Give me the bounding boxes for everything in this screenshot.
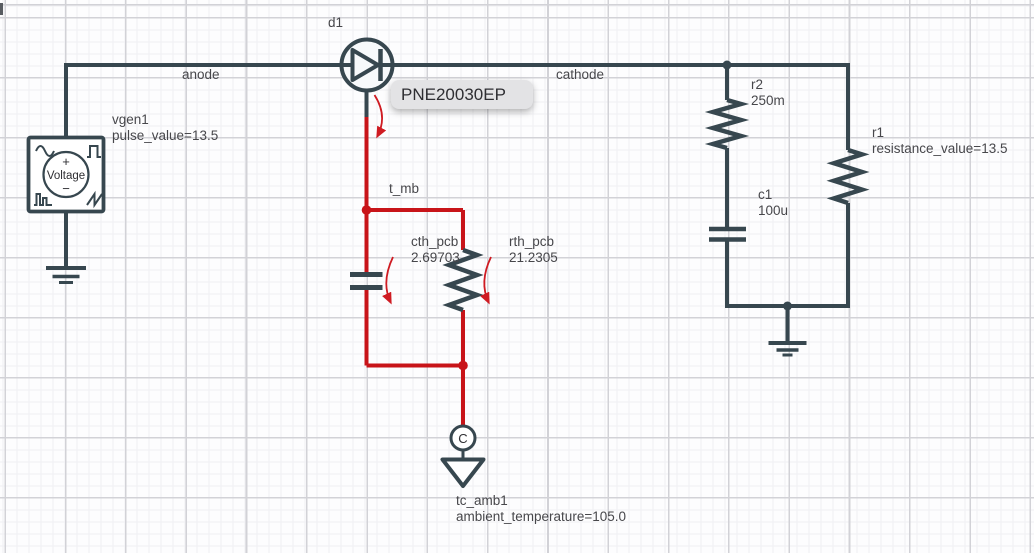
sine-wave-icon [35, 145, 55, 157]
vgen-plus-sign: + [62, 154, 70, 169]
label-tc-amb1[interactable]: tc_amb1 ambient_temperature=105.0 [456, 493, 626, 524]
heat-flow-arrow-cth [382, 256, 394, 305]
ground-right-icon[interactable] [768, 341, 807, 357]
net-label-cathode[interactable]: cathode [556, 67, 605, 82]
capacitor-c1-symbol[interactable] [709, 226, 746, 242]
ambient-body-label: C [458, 431, 467, 446]
panel-edge-sliver [0, 3, 3, 15]
net-label-t-mb[interactable]: t_mb [389, 181, 420, 196]
label-cth-pcb[interactable]: cth_pcb 2.69703 [411, 234, 460, 265]
pulse-train-icon [34, 193, 52, 206]
wire-anode-cathode-net[interactable] [64, 63, 850, 150]
vgen-body-label: Voltage [47, 170, 85, 182]
label-r1[interactable]: r1 resistance_value=13.5 [872, 125, 1008, 156]
ambient-source-tc-amb1-symbol[interactable]: C [440, 424, 486, 488]
diode-d1-symbol[interactable] [339, 37, 395, 93]
ground-left-icon[interactable] [46, 266, 86, 284]
label-c1[interactable]: c1 100u [758, 187, 789, 218]
part-number-tooltip: PNE20030EP [391, 80, 533, 109]
label-d1[interactable]: d1 [328, 15, 344, 30]
vgen-minus-sign: − [62, 181, 70, 196]
junction-dot-cathode [722, 60, 732, 70]
net-label-anode[interactable]: anode [182, 67, 220, 82]
heat-flow-arrow-diode [373, 94, 387, 139]
square-pulse-icon [87, 145, 101, 158]
label-vgen1[interactable]: vgen1 pulse_value=13.5 [112, 112, 219, 143]
label-r2[interactable]: r2 250m [751, 77, 785, 108]
junction-dot-thermal-bottom [458, 360, 468, 371]
thermal-resistor-rth-pcb-symbol[interactable] [442, 247, 484, 313]
heat-flow-arrow-rth [480, 256, 492, 305]
label-rth-pcb[interactable]: rth_pcb 21.2305 [509, 234, 558, 265]
voltage-source-vgen1-symbol[interactable]: + − Voltage [26, 135, 106, 214]
junction-dot-tmb [361, 205, 372, 215]
resistor-r1-symbol[interactable] [826, 147, 870, 206]
resistor-r2-symbol[interactable] [704, 97, 750, 151]
sawtooth-wave-icon [86, 190, 103, 209]
junction-dot-ground [783, 301, 792, 311]
wire-bottom-rail[interactable] [725, 203, 850, 308]
thermal-capacitor-cth-pcb-symbol[interactable] [350, 272, 383, 290]
